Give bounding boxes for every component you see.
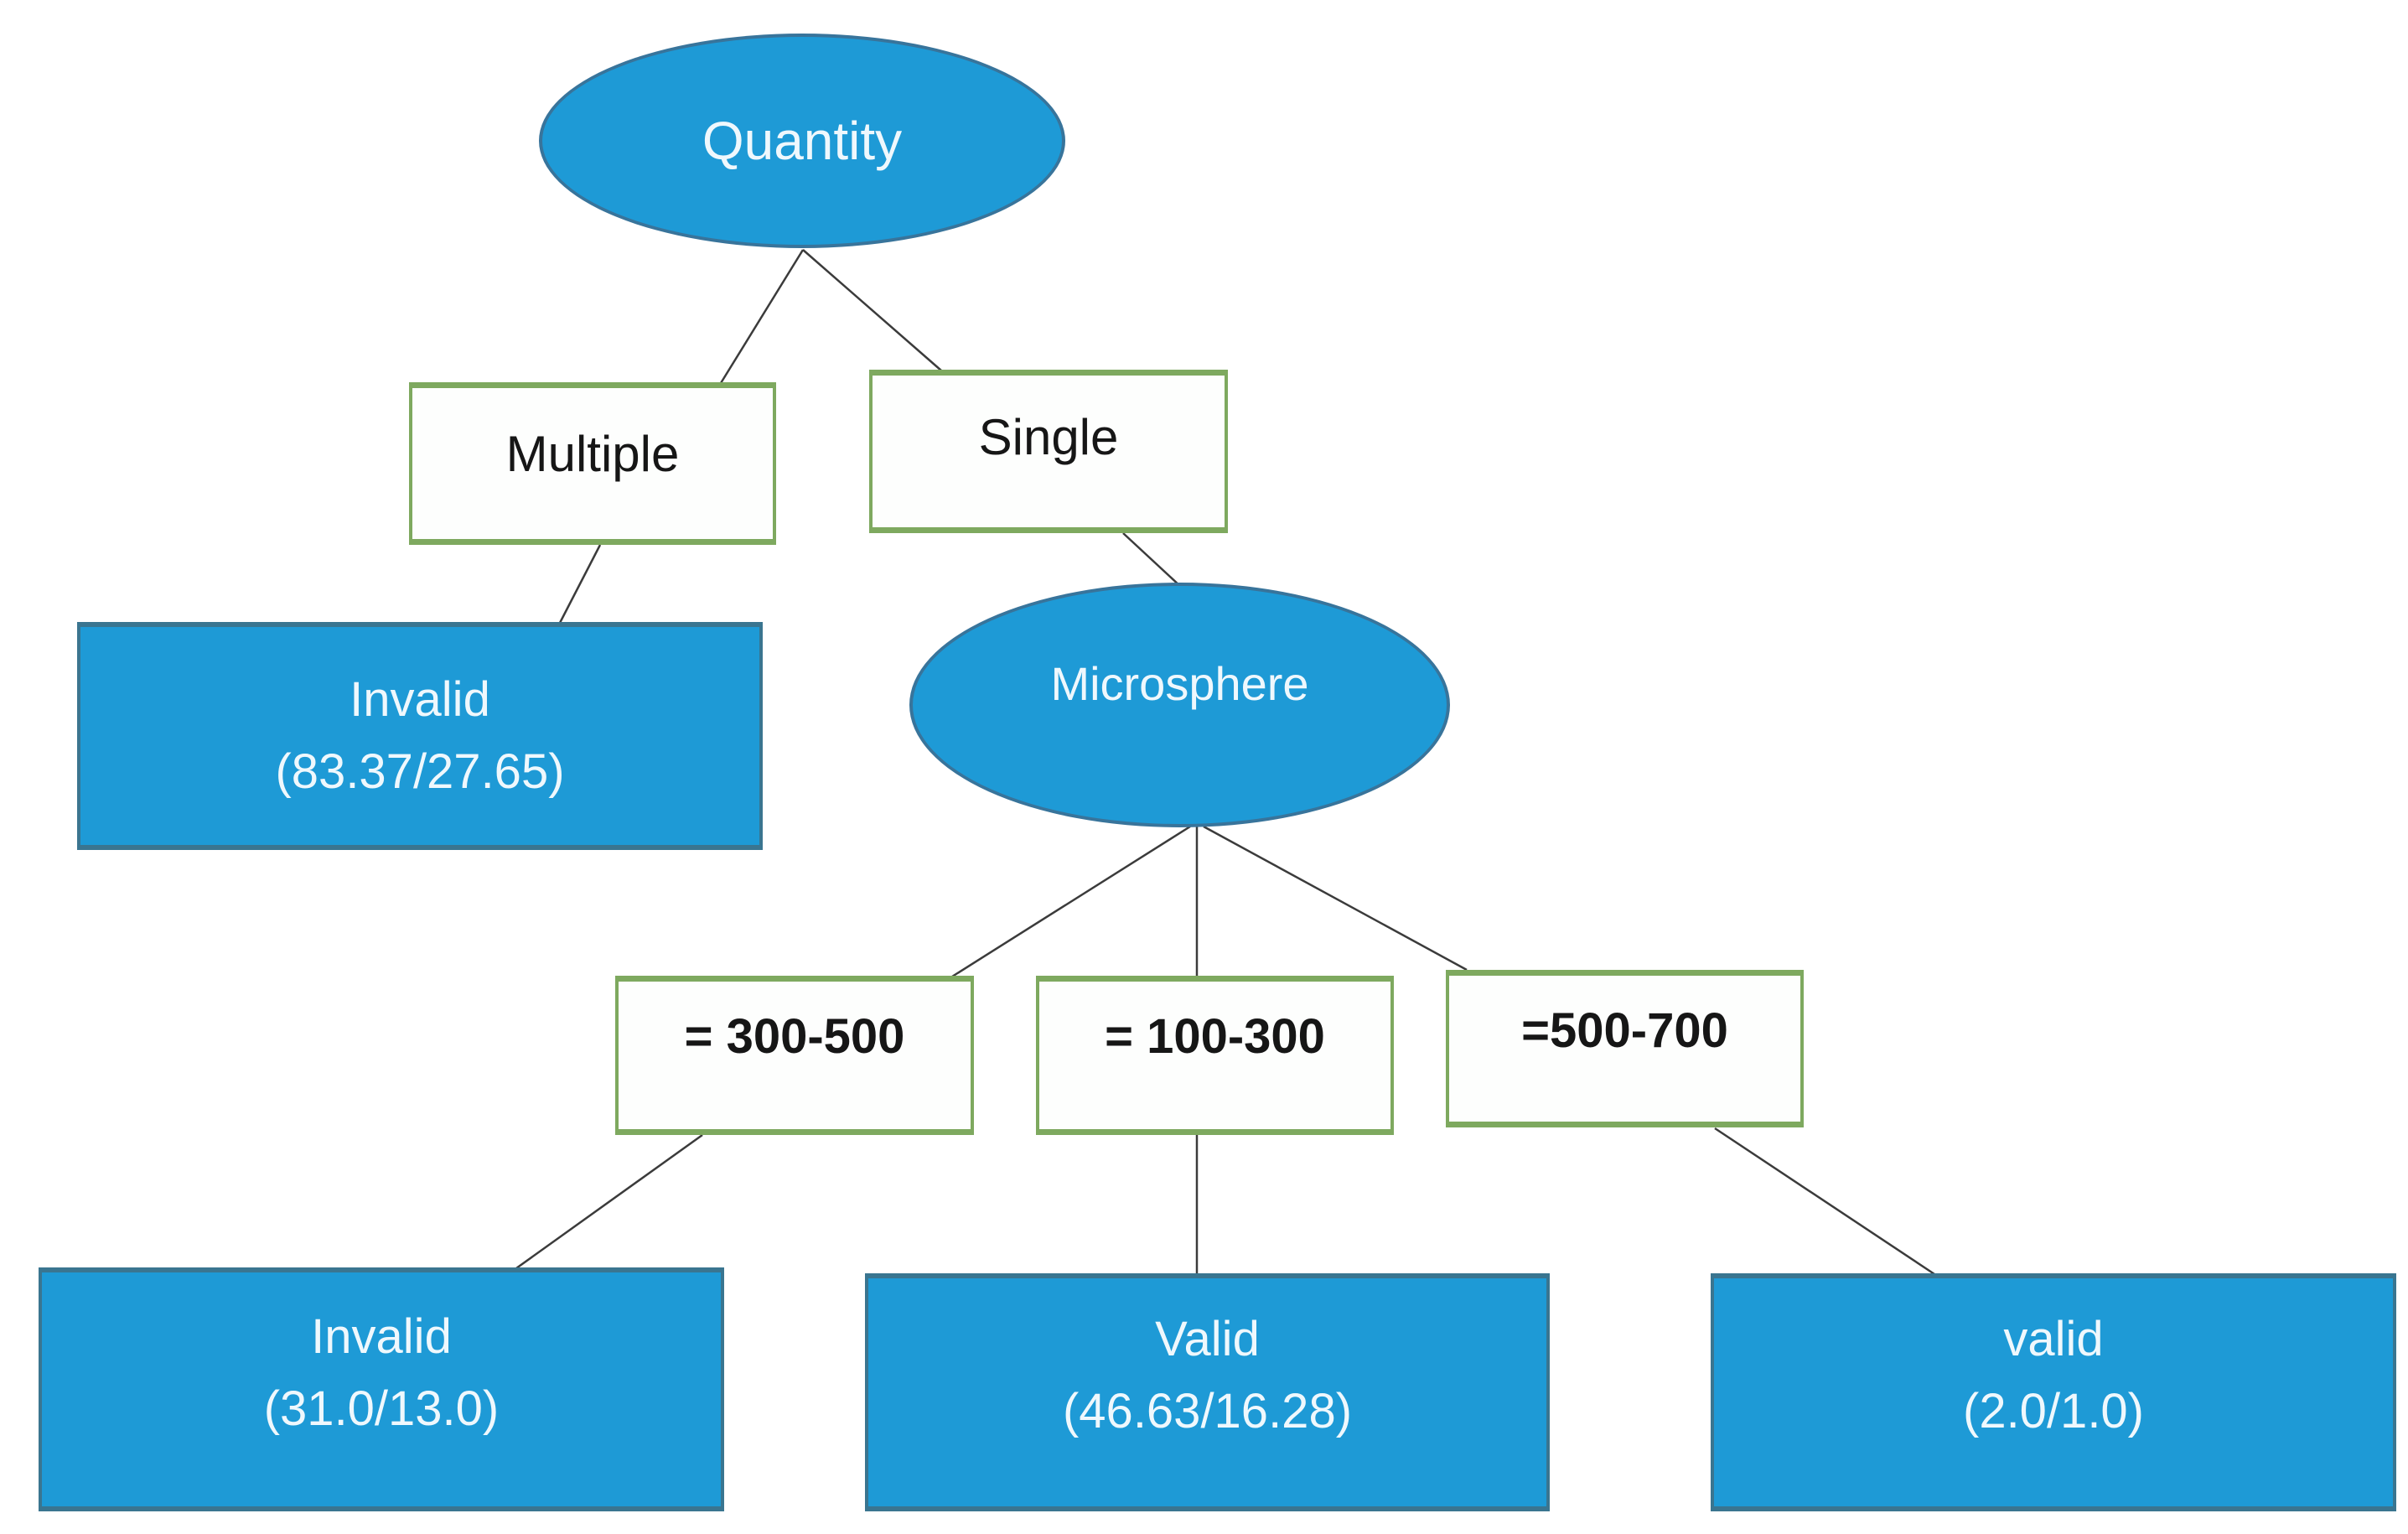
- node-quantity: Quantity: [539, 34, 1065, 248]
- node-microsphere-label: Microsphere: [1050, 656, 1309, 710]
- edge-quantity-multiple: [719, 249, 805, 384]
- node-invalid-multiple-label: Invalid: [350, 672, 490, 727]
- node-invalid-300-500-stats: (31.0/13.0): [263, 1381, 500, 1436]
- node-valid-100-300-stats: (46.63/16.28): [1062, 1384, 1353, 1438]
- node-range-300-500: = 300-500: [615, 976, 974, 1135]
- node-invalid-300-500: Invalid (31.0/13.0): [39, 1267, 724, 1511]
- node-invalid-multiple: Invalid (83.37/27.65): [77, 622, 763, 850]
- edge-quantity-single: [802, 249, 942, 371]
- node-quantity-label: Quantity: [702, 111, 903, 171]
- node-valid-500-700-label: valid: [2003, 1312, 2104, 1366]
- node-range-300-500-label: = 300-500: [684, 1009, 905, 1064]
- node-multiple-label: Multiple: [505, 425, 680, 482]
- node-range-500-700-label: =500-700: [1521, 1003, 1728, 1058]
- node-single-label: Single: [978, 409, 1119, 465]
- edge-microsphere-range500700: [1203, 825, 1468, 972]
- node-invalid-300-500-label: Invalid: [311, 1309, 452, 1364]
- node-invalid-multiple-stats: (83.37/27.65): [275, 744, 565, 799]
- edge-microsphere-range300500: [951, 825, 1191, 978]
- node-valid-100-300: Valid (46.63/16.28): [865, 1273, 1550, 1511]
- node-range-100-300-label: = 100-300: [1105, 1009, 1325, 1064]
- node-multiple: Multiple: [409, 382, 776, 545]
- edge-multiple-invalid: [558, 544, 602, 624]
- edge-range300500-invalid: [515, 1133, 703, 1270]
- node-range-100-300: = 100-300: [1036, 976, 1394, 1135]
- node-single: Single: [869, 370, 1228, 533]
- node-valid-500-700-stats: (2.0/1.0): [1963, 1384, 2144, 1438]
- edge-range500700-valid: [1714, 1127, 1935, 1276]
- node-valid-500-700: valid (2.0/1.0): [1711, 1273, 2396, 1511]
- node-microsphere: Microsphere: [909, 583, 1450, 827]
- edge-single-microsphere: [1122, 532, 1182, 588]
- node-range-500-700: =500-700: [1446, 970, 1804, 1127]
- node-valid-100-300-label: Valid: [1155, 1312, 1260, 1366]
